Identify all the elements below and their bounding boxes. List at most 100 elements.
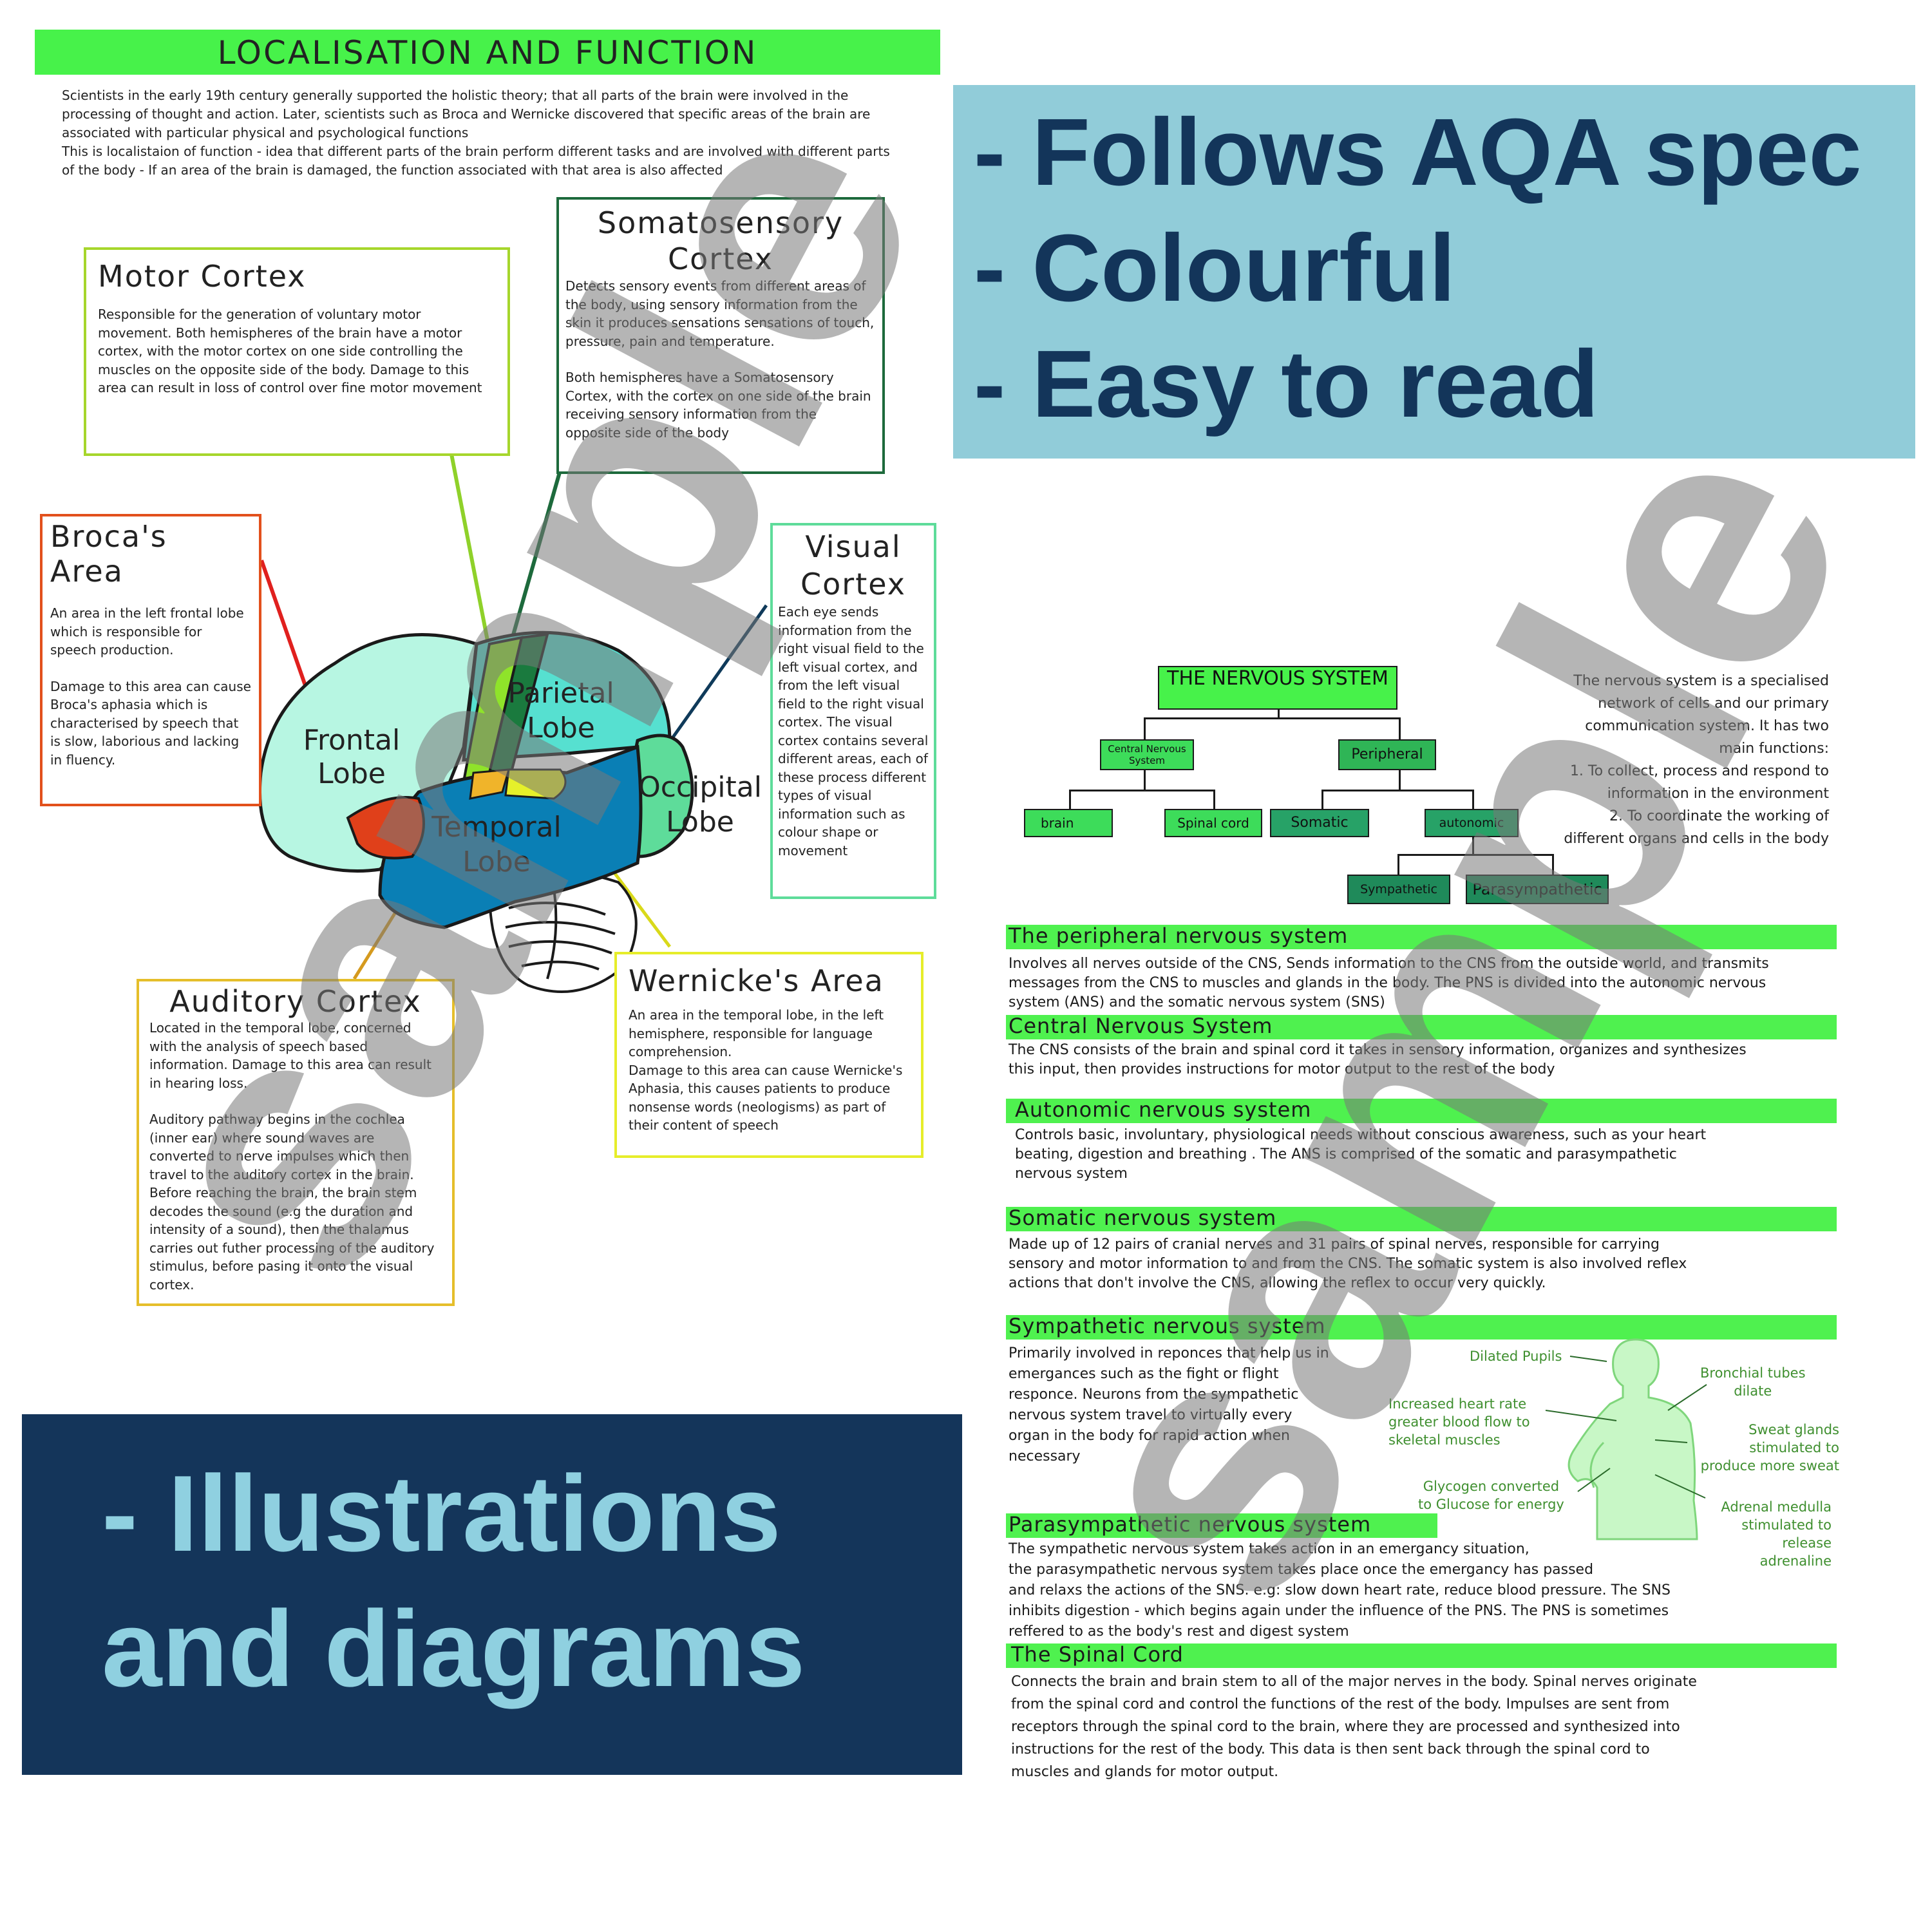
tree-node-somatic: Somatic <box>1270 809 1369 837</box>
tree-connector <box>1278 708 1280 717</box>
brain-illustration <box>258 450 768 993</box>
tree-node-sympathetic: Sympathetic <box>1347 875 1450 904</box>
promo-line: - Colourful <box>974 215 1456 321</box>
tree-node-parasympathetic: Parasympathetic <box>1466 875 1609 904</box>
tree-connector <box>1472 790 1474 810</box>
parasympathetic-title: Parasympathetic nervous system <box>1009 1512 1372 1537</box>
tree-node-autonomic: autonomic <box>1425 809 1519 837</box>
label-dilated-pupils: Dilated Pupils <box>1470 1349 1562 1364</box>
label-sweat-glands: Sweat glands stimulated to produce more … <box>1700 1422 1839 1473</box>
tree-connector <box>1144 717 1146 739</box>
temporal-lobe-label: Temporal Lobe <box>422 810 571 880</box>
spinal-cord-text: Connects the brain and brain stem to all… <box>1011 1674 1697 1780</box>
title-line: Cortex <box>800 567 906 601</box>
tree-connector <box>1069 790 1215 791</box>
section-bar <box>1006 1015 1837 1039</box>
broca-text: Damage to this area can cause Broca's ap… <box>50 678 251 768</box>
sympathetic-title: Sympathetic nervous system <box>1009 1314 1326 1338</box>
lobe-label-line: Parietal <box>507 677 614 710</box>
cns-text: The CNS consists of the brain and spinal… <box>1009 1042 1747 1077</box>
ans-title: Autonomic nervous system <box>1015 1097 1312 1122</box>
cns-title: Central Nervous System <box>1009 1014 1273 1038</box>
somatosensory-text: Detects sensory events from different ar… <box>565 278 875 349</box>
lobe-label-line: Frontal <box>303 724 401 757</box>
frontal-lobe-label: Frontal Lobe <box>294 724 410 791</box>
tree-connector <box>1321 790 1323 810</box>
page-title: LOCALISATION AND FUNCTION <box>35 30 940 75</box>
section-bar <box>1006 1315 1837 1340</box>
pns-title: The peripheral nervous system <box>1009 923 1349 948</box>
intro-paragraph: This is localistaion of function - idea … <box>62 144 890 178</box>
parietal-lobe-label: Parietal Lobe <box>487 676 635 746</box>
tree-connector <box>1399 770 1401 790</box>
auditory-cortex-text: Located in the temporal lobe, concerned … <box>149 1020 432 1091</box>
section-bar <box>1006 1643 1837 1668</box>
wernicke-text: An area in the temporal lobe, in the lef… <box>629 1007 903 1133</box>
nervous-intro: The nervous system is a specialised netw… <box>1564 673 1829 847</box>
tree-node-central: Central Nervous System <box>1100 739 1194 770</box>
broca-text: An area in the left frontal lobe which i… <box>50 605 244 658</box>
title-line: Visual <box>805 529 902 564</box>
illustrations-banner: - Illustrations and diagrams <box>22 1414 962 1775</box>
title-line: Somatosensory <box>597 205 844 240</box>
body-illustration <box>1567 1338 1698 1540</box>
parasympathetic-text: The sympathetic nervous system takes act… <box>1009 1541 1671 1640</box>
tree-connector <box>1397 854 1553 856</box>
motor-cortex-title: Motor Cortex <box>98 259 307 294</box>
tree-connector <box>1213 790 1215 810</box>
ans-text: Controls basic, involuntary, physiologic… <box>1015 1127 1707 1182</box>
tree-node-brain: brain <box>1024 809 1113 837</box>
somatosensory-title: Somatosensory Cortex <box>565 205 876 277</box>
banner-line: - Illustrations <box>102 1453 781 1574</box>
somatosensory-box: Somatosensory Cortex Detects sensory eve… <box>556 197 885 474</box>
lobe-label-line: Lobe <box>666 806 734 838</box>
lobe-label-line: Temporal <box>431 811 562 844</box>
tree-connector <box>1144 770 1146 790</box>
pns-text: Involves all nerves outside of the CNS, … <box>1009 956 1769 1010</box>
tree-connector <box>1399 717 1401 739</box>
label-adrenal: Adrenal medulla stimulated to release ad… <box>1721 1499 1832 1569</box>
broca-area <box>346 796 425 860</box>
occipital-lobe-label: Occipital Lobe <box>626 770 774 840</box>
somatosensory-text: Both hemispheres have a Somatosensory Co… <box>565 370 871 440</box>
tree-connector <box>1069 790 1071 810</box>
auditory-cortex-box: Auditory Cortex Located in the temporal … <box>137 979 455 1306</box>
tree-connector <box>1144 717 1400 719</box>
label-heart-rate: Increased heart rate greater blood flow … <box>1388 1396 1530 1448</box>
motor-cortex-text: Responsible for the generation of volunt… <box>98 307 482 395</box>
tree-node-spinal-cord: Spinal cord <box>1164 809 1262 837</box>
wernicke-area <box>504 768 567 800</box>
visual-cortex-title: Visual Cortex <box>778 528 929 603</box>
lobe-label-line: Lobe <box>462 846 531 878</box>
tree-connector <box>1321 790 1473 791</box>
promo-box: - Follows AQA spec - Colourful - Easy to… <box>953 85 1915 459</box>
body-label-pointers <box>1545 1356 1707 1499</box>
section-bar <box>1006 1099 1837 1123</box>
section-bar <box>1006 925 1837 949</box>
visual-cortex-box: Visual Cortex Each eye sends information… <box>770 523 936 899</box>
sympathetic-text: Primarily involved in reponces that help… <box>1009 1345 1329 1464</box>
auditory-cortex-title: Auditory Cortex <box>169 984 422 1019</box>
tree-connector <box>1552 854 1554 876</box>
auditory-cortex-text: Auditory pathway begins in the cochlea (… <box>149 1112 435 1293</box>
label-bronchial-tubes: Bronchial tubes dilate <box>1700 1365 1806 1399</box>
broca-title: Broca's Area <box>50 519 167 589</box>
tree-node-peripheral: Peripheral <box>1338 739 1436 770</box>
lobe-label-line: Lobe <box>317 757 386 790</box>
promo-line: - Easy to read <box>974 331 1599 437</box>
lobe-label-line: Lobe <box>527 712 595 744</box>
visual-cortex-text: Each eye sends information from the righ… <box>778 604 929 858</box>
intro-paragraph: Scientists in the early 19th century gen… <box>62 88 871 140</box>
sns-title: Somatic nervous system <box>1009 1206 1277 1230</box>
section-bar <box>1006 1513 1437 1538</box>
lobe-label-line: Occipital <box>638 771 762 804</box>
tree-connector <box>1397 854 1399 876</box>
label-glycogen: Glycogen converted to Glucose for energy <box>1418 1479 1564 1512</box>
spinal-cord-title: The Spinal Cord <box>1011 1642 1184 1667</box>
sns-text: Made up of 12 pairs of cranial nerves an… <box>1009 1236 1687 1291</box>
broca-box: Broca's Area An area in the left frontal… <box>40 514 261 806</box>
title-line: Cortex <box>668 242 773 276</box>
promo-line: - Follows AQA spec <box>974 99 1862 205</box>
banner-line: and diagrams <box>102 1588 806 1709</box>
motor-cortex-box: Motor Cortex Responsible for the generat… <box>84 247 510 456</box>
